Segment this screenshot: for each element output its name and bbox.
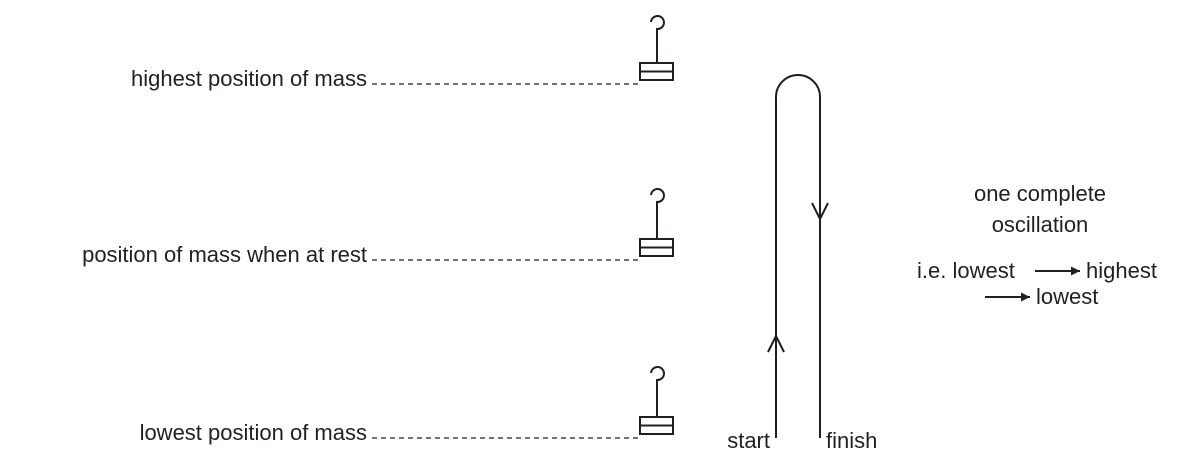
note-line-3-suffix: highest bbox=[1086, 258, 1157, 283]
hook-icon bbox=[650, 366, 665, 417]
note-line-2: oscillation bbox=[991, 212, 1089, 237]
note-line-1: one complete bbox=[973, 181, 1107, 206]
oscillation-path bbox=[775, 74, 821, 438]
hook-icon bbox=[650, 188, 665, 239]
label-highest-position: highest position of mass bbox=[130, 66, 367, 91]
mass-rest bbox=[639, 188, 674, 257]
label-finish: finish bbox=[826, 428, 878, 453]
mass-lowest bbox=[639, 366, 674, 435]
up-arrow-icon bbox=[767, 333, 785, 353]
note-line-4: lowest bbox=[1036, 284, 1099, 309]
label-start: start bbox=[727, 428, 770, 453]
hook-icon bbox=[650, 15, 665, 63]
label-lowest-position: lowest position of mass bbox=[139, 420, 367, 445]
mass-highest bbox=[639, 15, 674, 81]
down-arrow-icon bbox=[811, 202, 829, 222]
note-line-3-prefix: i.e. lowest bbox=[917, 258, 1015, 283]
label-rest-position: position of mass when at rest bbox=[82, 242, 367, 267]
